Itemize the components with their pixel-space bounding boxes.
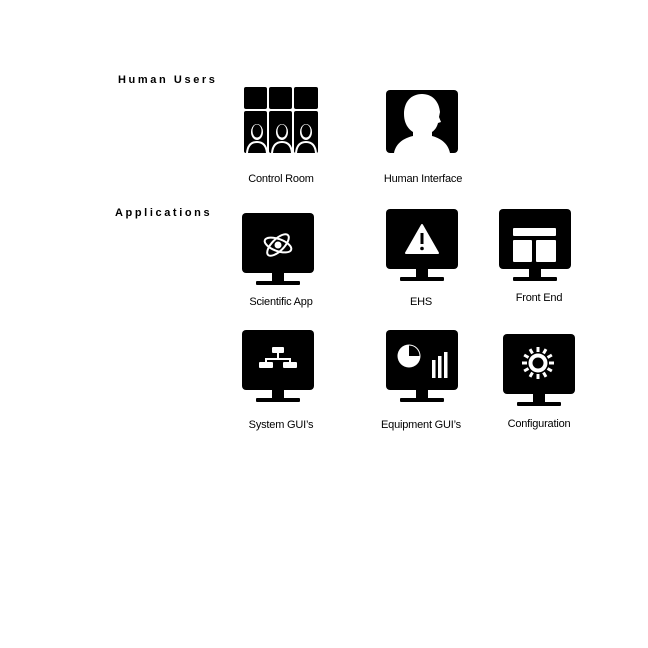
- human-interface-label: Human Interface: [383, 173, 463, 185]
- hierarchy-monitor-icon: [242, 330, 314, 402]
- system-guis-label: System GUI’s: [248, 419, 314, 431]
- ehs-label: EHS: [409, 296, 433, 308]
- control-room-label: Control Room: [248, 173, 314, 185]
- layout-monitor-icon: [499, 209, 571, 281]
- scientific-app-label: Scientific App: [249, 296, 313, 308]
- equipment-guis-label: Equipment GUI’s: [381, 419, 461, 431]
- configuration-label: Configuration: [507, 418, 571, 430]
- warning-monitor-icon: [386, 209, 458, 281]
- human-head-icon: [386, 90, 458, 153]
- gear-monitor-icon: [503, 334, 575, 406]
- front-end-label: Front End: [515, 292, 563, 304]
- section-title-human-users: Human Users: [118, 74, 218, 86]
- chart-monitor-icon: [386, 330, 458, 402]
- section-title-applications: Applications: [115, 207, 213, 219]
- control-room-icon: [244, 87, 318, 153]
- atom-monitor-icon: [242, 213, 314, 285]
